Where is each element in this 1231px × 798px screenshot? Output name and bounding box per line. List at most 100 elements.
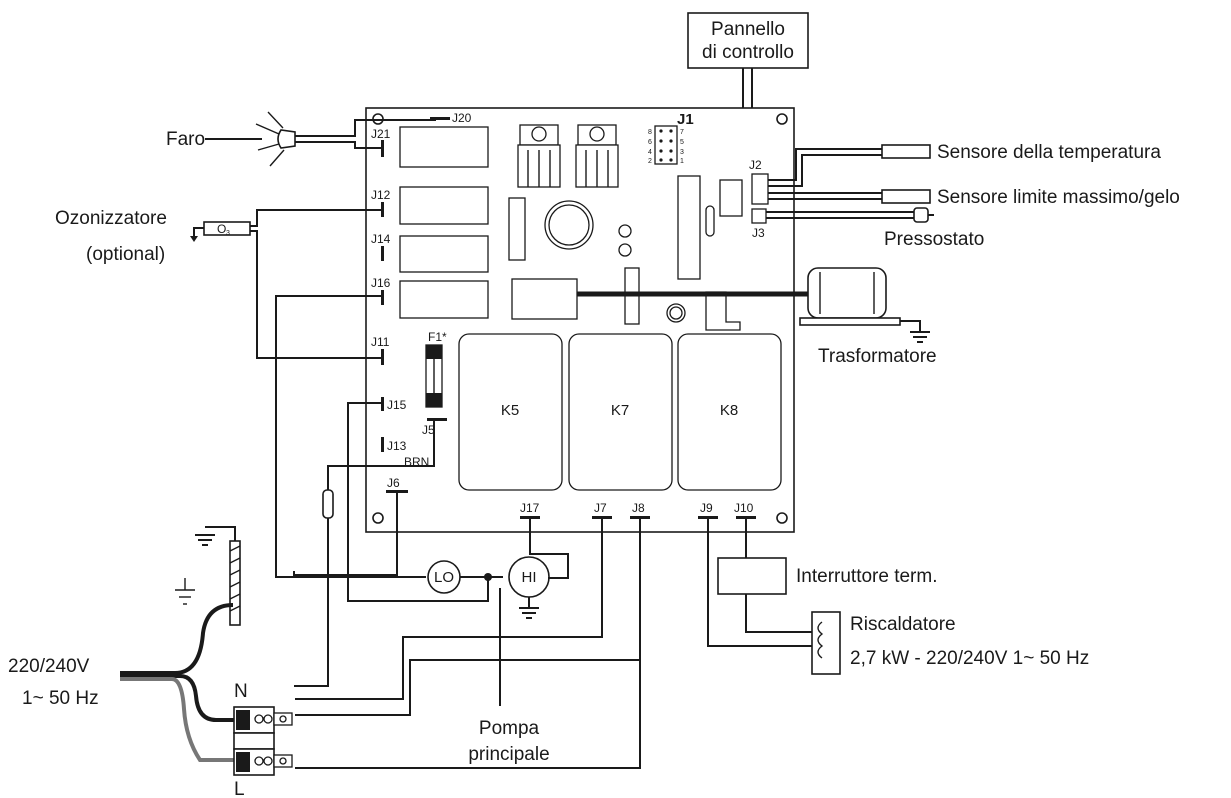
ground-bar: [175, 526, 241, 626]
board-fuse-small: [705, 205, 715, 237]
pump-lo-label: LO: [434, 569, 454, 586]
pump-hi-label: HI: [522, 569, 537, 586]
ozonator: Ozonizzatore (optional) O 3: [55, 208, 381, 359]
j6-label: J6: [387, 476, 400, 490]
control-panel-label-1: Pannello: [711, 19, 785, 40]
j5-label: J5: [422, 423, 435, 437]
j9-label: J9: [700, 501, 713, 515]
j1-pin-4: 4: [648, 149, 652, 156]
heatsink-2: [575, 124, 619, 188]
temperature-sensor-label: Sensore della temperatura: [937, 142, 1161, 163]
light-bulb: [277, 129, 296, 149]
j13-label: J13: [387, 439, 407, 453]
j2-label: J2: [749, 158, 762, 172]
ozonator-symbol: O: [217, 222, 226, 236]
heater-element: [811, 611, 841, 675]
live-label: L: [234, 779, 245, 798]
j1-pin-2: 2: [648, 158, 652, 165]
j17-label: J17: [520, 501, 540, 515]
limit-sensor-probe: [881, 189, 931, 204]
fuse-f1: F1*: [425, 330, 447, 408]
j3-connector: [751, 208, 767, 224]
j12-label: J12: [371, 188, 391, 202]
board-ic: [677, 175, 701, 280]
wire-j6-vertical: [293, 493, 398, 576]
inline-fuse: [322, 489, 334, 519]
pressure-switch-body: [913, 207, 929, 223]
transformer: Trasformatore: [577, 267, 937, 367]
relay-j21: [399, 126, 489, 168]
relay-j14: [399, 235, 489, 273]
main-pump: LO HI Pompa principale: [427, 518, 569, 765]
ozonator-label-1: Ozonizzatore: [55, 208, 167, 229]
pump-label-1: Pompa: [479, 718, 540, 739]
j1-pin-5: 5: [680, 139, 684, 146]
relay-k5: [458, 333, 563, 491]
j1-pin-7: 7: [680, 129, 684, 136]
limit-sensor: Sensore limite massimo/gelo: [768, 187, 1180, 208]
transformer-base: [799, 317, 901, 326]
relay-k7-label: K7: [611, 402, 629, 419]
j10-label: J10: [734, 501, 754, 515]
j1-header: 8 6 4 2 7 5 3 1 J1: [648, 111, 694, 165]
j1-pin-1: 1: [680, 158, 684, 165]
j20-label: J20: [452, 111, 472, 125]
supply-label-2: 1~ 50 Hz: [22, 688, 99, 709]
relay-k5-label: K5: [501, 402, 519, 419]
fuse-label: F1*: [428, 330, 447, 344]
thermal-switch: Interruttore term.: [717, 518, 938, 633]
temperature-sensor-probe: [881, 144, 931, 159]
heater-label-1: Riscaldatore: [850, 614, 956, 635]
board-block: [719, 179, 743, 217]
board-component: [508, 197, 526, 261]
wire-j15-lo: [347, 402, 489, 602]
j2-connector: [751, 173, 769, 205]
thermal-switch-label: Interruttore term.: [796, 566, 938, 587]
wire-j7: [295, 518, 603, 700]
j1-label: J1: [677, 111, 694, 128]
faro-label: Faro: [166, 129, 205, 150]
relay-k7: [568, 333, 673, 491]
heatsink-1: [517, 124, 561, 188]
j8-label: J8: [632, 501, 645, 515]
j7-label: J7: [594, 501, 607, 515]
j1-pin-3: 3: [680, 149, 684, 156]
neutral-label: N: [234, 681, 248, 702]
pump-label-2: principale: [468, 744, 549, 765]
supply-label-1: 220/240V: [8, 656, 90, 677]
heater: Riscaldatore 2,7 kW - 220/240V 1~ 50 Hz: [707, 518, 1089, 675]
control-panel-label-2: di controllo: [702, 42, 794, 63]
pressure-switch-label: Pressostato: [884, 229, 984, 250]
terminal-block: [233, 706, 293, 776]
wire-j16-lo: [275, 295, 426, 578]
j16-label: J16: [371, 276, 391, 290]
j15-label: J15: [387, 398, 407, 412]
control-panel-box: [687, 12, 809, 69]
relay-k8-label: K8: [720, 402, 738, 419]
light-faro: Faro: [166, 111, 436, 167]
ozonator-subscript: 3: [226, 230, 230, 237]
relay-j12: [399, 186, 489, 225]
j1-pin-6: 6: [648, 139, 652, 146]
power-supply: 220/240V 1~ 50 Hz N L: [8, 603, 248, 798]
wire-j8-upper: [295, 518, 641, 716]
transformer-label: Trasformatore: [818, 346, 937, 367]
thermal-switch-box: [717, 557, 787, 595]
wire-j8-lower: [295, 660, 641, 769]
control-board: 8 6 4 2 7 5 3 1 J1 J2 J3 K5: [365, 107, 795, 533]
relay-j16: [399, 280, 489, 319]
temperature-sensor: Sensore della temperatura: [768, 142, 1161, 187]
j14-label: J14: [371, 232, 391, 246]
j3-label: J3: [752, 226, 765, 240]
limit-sensor-label: Sensore limite massimo/gelo: [937, 187, 1180, 208]
pressure-switch: Pressostato: [766, 207, 984, 250]
heater-label-2: 2,7 kW - 220/240V 1~ 50 Hz: [850, 648, 1089, 669]
j11-label: J11: [371, 335, 390, 349]
j21-label: J21: [371, 127, 391, 141]
j1-pin-8: 8: [648, 129, 652, 136]
transformer-plug: [511, 278, 578, 320]
relay-k8: [677, 333, 782, 491]
ozonator-label-2: (optional): [86, 244, 165, 265]
ground-terminal-strip: [229, 540, 241, 626]
